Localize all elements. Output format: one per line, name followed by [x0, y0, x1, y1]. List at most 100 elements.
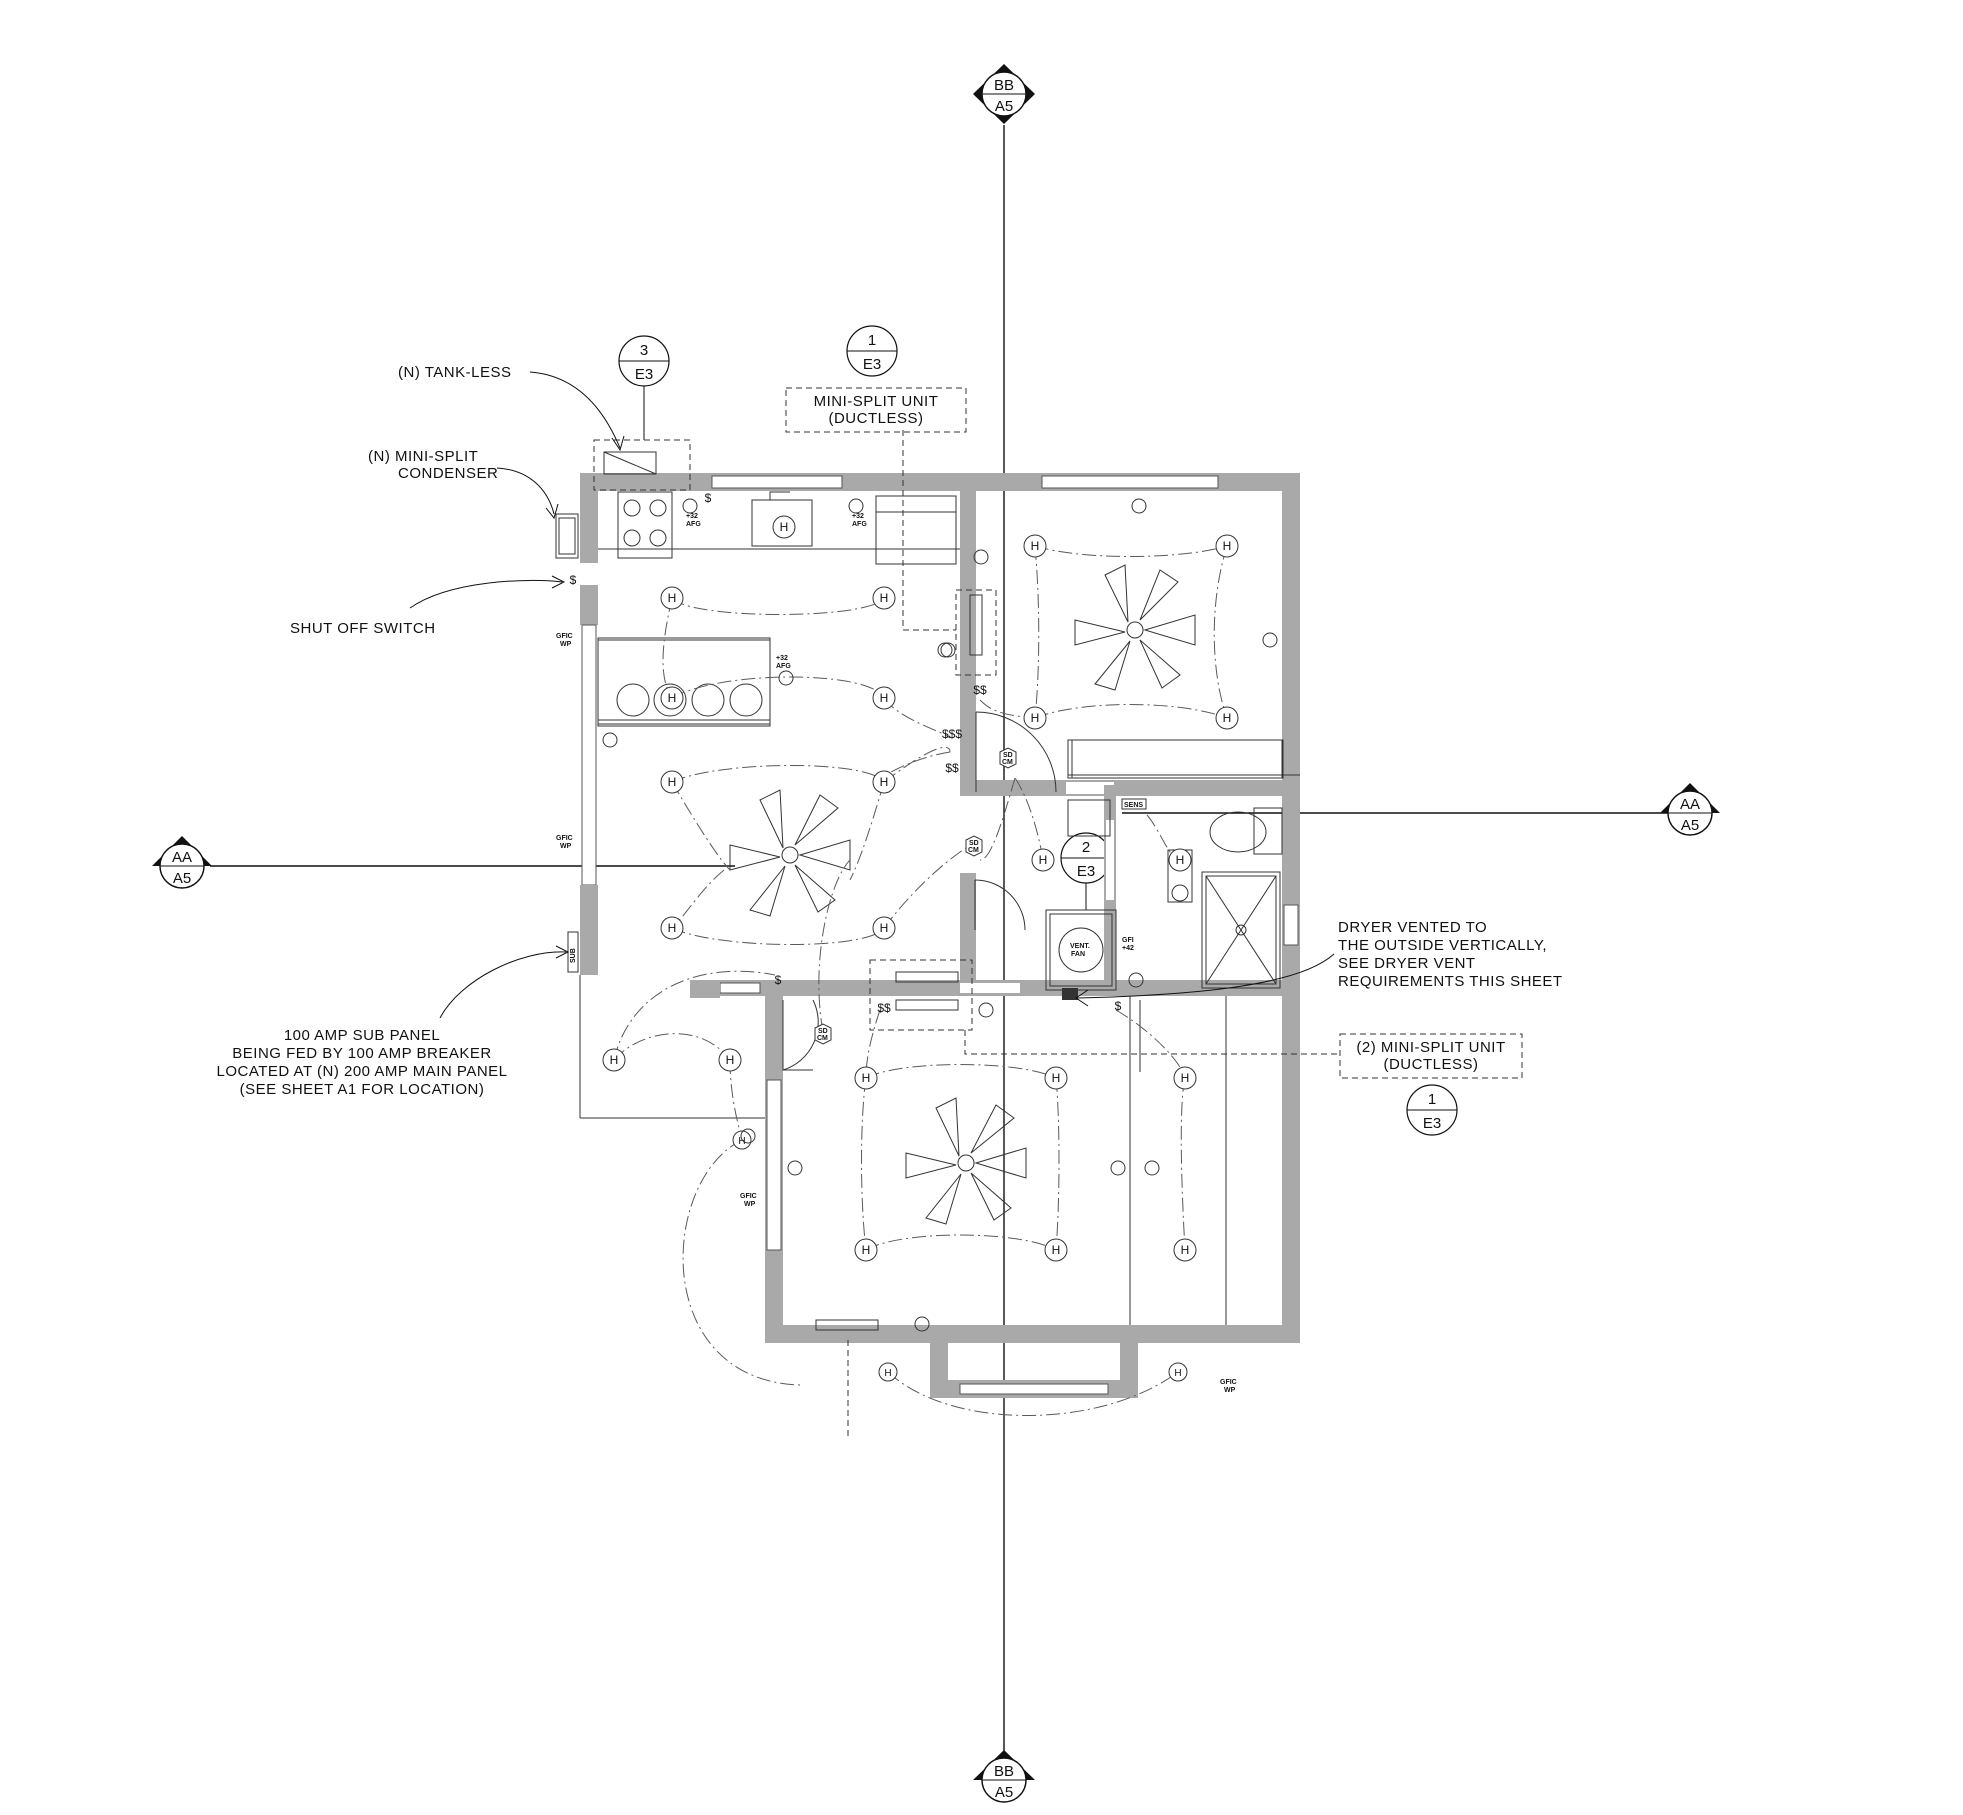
detail-tag-3-e3[interactable]: 3 E3 [618, 335, 670, 440]
detail-number: 1 [868, 332, 876, 349]
mini-split-callout-box-top [955, 589, 997, 676]
svg-text:CM: CM [1002, 759, 1013, 766]
switches: $ $ $ $ $$ $$ $$$ $$ [570, 491, 1122, 1015]
svg-text:(DUCTLESS): (DUCTLESS) [828, 410, 923, 427]
svg-text:(SEE SHEET A1 FOR LOCATION): (SEE SHEET A1 FOR LOCATION) [240, 1081, 485, 1098]
gfi-tag: GFI+42 [1122, 937, 1134, 952]
note-subpanel: 100 AMP SUB PANEL BEING FED BY 100 AMP B… [216, 945, 570, 1098]
svg-text:GFIC: GFIC [740, 1193, 757, 1200]
light-fixture: H [1215, 534, 1239, 558]
light-fixture: H [772, 515, 796, 539]
bed-closet [1071, 739, 1283, 779]
light-fixture: H [660, 686, 684, 710]
walls [579, 473, 1300, 1398]
detail-number: 3 [640, 342, 648, 359]
marker-sheet: A5 [1681, 817, 1699, 834]
svg-text:AFG: AFG [686, 521, 701, 528]
svg-text:+32: +32 [686, 513, 698, 520]
section-marker-bb-bottom[interactable]: BB A5 [973, 1750, 1035, 1803]
shower [1201, 871, 1281, 989]
duplex-receptacle [1262, 632, 1278, 648]
duplex-receptacle [978, 1002, 994, 1018]
section-marker-aa-right[interactable]: AA A5 [1660, 783, 1720, 836]
duplex-receptacle [1110, 1160, 1126, 1176]
marker-sheet: A5 [995, 1784, 1013, 1801]
mini-split-head [895, 971, 959, 983]
svg-text:SHUT OFF SWITCH: SHUT OFF SWITCH [290, 620, 436, 637]
svg-text:H: H [1031, 711, 1040, 725]
light-fixture: H [872, 586, 896, 610]
kitchen-range [617, 491, 673, 559]
receptacles [602, 498, 1278, 1332]
light-fixture: H [718, 1048, 742, 1072]
svg-text:CM: CM [817, 1035, 828, 1042]
section-marker-bb-top[interactable]: BB A5 [973, 64, 1035, 124]
note-minisplit-right[interactable]: (2) MINI-SPLIT UNIT (DUCTLESS) [1339, 1033, 1523, 1079]
duplex-receptacle [740, 1128, 756, 1144]
svg-text:H: H [780, 520, 789, 534]
duplex-receptacle [848, 498, 864, 514]
light-fixture: H [878, 1362, 898, 1382]
vent-fan: VENT.FAN [1070, 943, 1090, 958]
svg-text:H: H [668, 775, 677, 789]
note-minisplit-condenser: (N) MINI-SPLIT CONDENSER [368, 448, 559, 520]
svg-text:H: H [1039, 853, 1048, 867]
svg-text:H: H [862, 1243, 871, 1257]
tankless-heater [603, 451, 657, 475]
light-fixture: H [660, 916, 684, 940]
svg-text:DRYER VENTED TO: DRYER VENTED TO [1338, 919, 1487, 936]
light-fixture: H [660, 770, 684, 794]
svg-text:CM: CM [968, 847, 979, 854]
svg-text:GFIC: GFIC [556, 835, 573, 842]
doors [782, 711, 1141, 1072]
switch-symbol: $ [775, 973, 782, 987]
duplex-receptacle [1144, 1160, 1160, 1176]
svg-text:VENT.: VENT. [1070, 943, 1090, 950]
light-fixture: H [1044, 1238, 1068, 1262]
svg-text:CONDENSER: CONDENSER [398, 465, 498, 482]
light-fixture: H [854, 1066, 878, 1090]
light-fixture: H [872, 686, 896, 710]
svg-text:SD: SD [818, 1028, 828, 1035]
sens-tag: SENS [1121, 798, 1147, 810]
svg-text:LOCATED AT (N) 200 AMP MAIN PA: LOCATED AT (N) 200 AMP MAIN PANEL [216, 1063, 507, 1080]
detail-sheet: E3 [863, 356, 881, 373]
detail-tag-1-e3-top[interactable]: 1 E3 [846, 325, 898, 377]
svg-text:H: H [610, 1053, 619, 1067]
svg-text:SUB: SUB [570, 948, 577, 963]
note-tankless: (N) TANK-LESS [398, 364, 625, 452]
svg-text:THE OUTSIDE VERTICALLY,: THE OUTSIDE VERTICALLY, [1338, 937, 1547, 954]
light-fixture: H [872, 770, 896, 794]
ceiling-fan-bedroom-1 [1074, 564, 1196, 691]
svg-text:FAN: FAN [1071, 951, 1085, 958]
duplex-receptacle [778, 670, 794, 686]
svg-text:H: H [668, 591, 677, 605]
marker-label: BB [994, 1763, 1014, 1780]
note-minisplit-top[interactable]: MINI-SPLIT UNIT (DUCTLESS) [785, 387, 967, 433]
svg-text:H: H [1181, 1071, 1190, 1085]
svg-text:H: H [880, 691, 889, 705]
light-fixture: H [1173, 1066, 1197, 1090]
svg-text:H: H [738, 1136, 745, 1147]
svg-text:H: H [1174, 1368, 1181, 1379]
svg-text:H: H [1223, 539, 1232, 553]
duplex-receptacle [787, 1160, 803, 1176]
light-fixture: H [602, 1048, 626, 1072]
interior-lines [597, 548, 1300, 1325]
detail-tag-2-e3[interactable]: 2 E3 [1060, 832, 1112, 910]
detail-sheet: E3 [635, 366, 653, 383]
svg-text:(N) TANK-LESS: (N) TANK-LESS [398, 364, 511, 381]
light-fixture: H [1044, 1066, 1068, 1090]
svg-text:H: H [1223, 711, 1232, 725]
detail-tag-1-e3-right[interactable]: 1 E3 [1406, 1084, 1458, 1136]
svg-text:H: H [1181, 1243, 1190, 1257]
section-marker-aa-left[interactable]: AA A5 [152, 836, 212, 889]
double-switch-symbol: $$ [945, 761, 959, 775]
svg-text:+32: +32 [776, 655, 788, 662]
light-fixture: H [660, 586, 684, 610]
svg-text:H: H [884, 1368, 891, 1379]
svg-text:AFG: AFG [852, 521, 867, 528]
triple-switch-symbol: $$$ [942, 727, 962, 741]
